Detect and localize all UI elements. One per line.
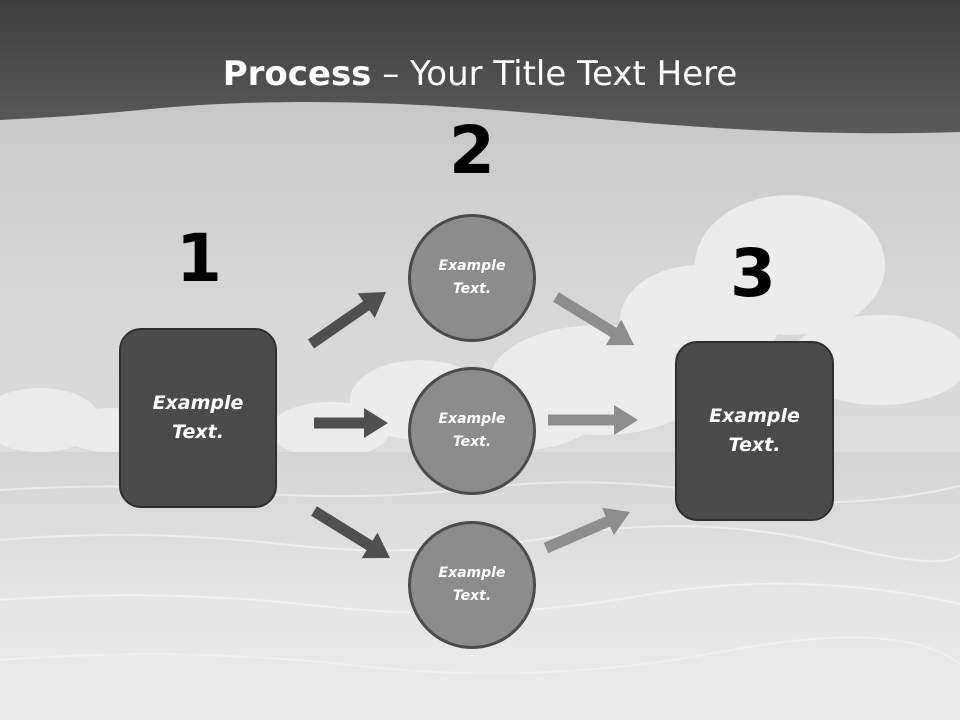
step-1-label: Example Text. (152, 392, 244, 443)
step-2-label-top: Example Text. (438, 258, 506, 297)
header-wave (0, 0, 960, 134)
step-2-circle-bottom: Example Text. (408, 521, 536, 649)
step-3-label: Example Text. (709, 405, 800, 456)
step-2-label-bottom: Example Text. (438, 565, 506, 604)
step-2-number: 2 (449, 112, 495, 189)
arrow-2-top-to-3 (553, 292, 634, 346)
step-1-box: Example Text. (119, 328, 277, 508)
arrow-2-middle-to-3 (548, 405, 638, 435)
arrow-1-to-2-top (307, 292, 386, 349)
arrow-1-to-2-middle (314, 408, 388, 438)
step-2-label-middle: Example Text. (438, 411, 506, 450)
step-1-number: 1 (176, 220, 222, 297)
step-3-number: 3 (730, 235, 776, 312)
title-bold: Process (222, 54, 372, 94)
slide-title: Process – Your Title Text Here (0, 52, 960, 96)
step-2-circle-middle: Example Text. (408, 367, 536, 495)
title-rest: – Your Title Text Here (371, 54, 738, 94)
arrow-2-bottom-to-3 (543, 507, 630, 554)
arrow-1-to-2-bottom (311, 506, 390, 559)
step-2-circle-top: Example Text. (408, 214, 536, 342)
step-3-box: Example Text. (675, 341, 834, 521)
